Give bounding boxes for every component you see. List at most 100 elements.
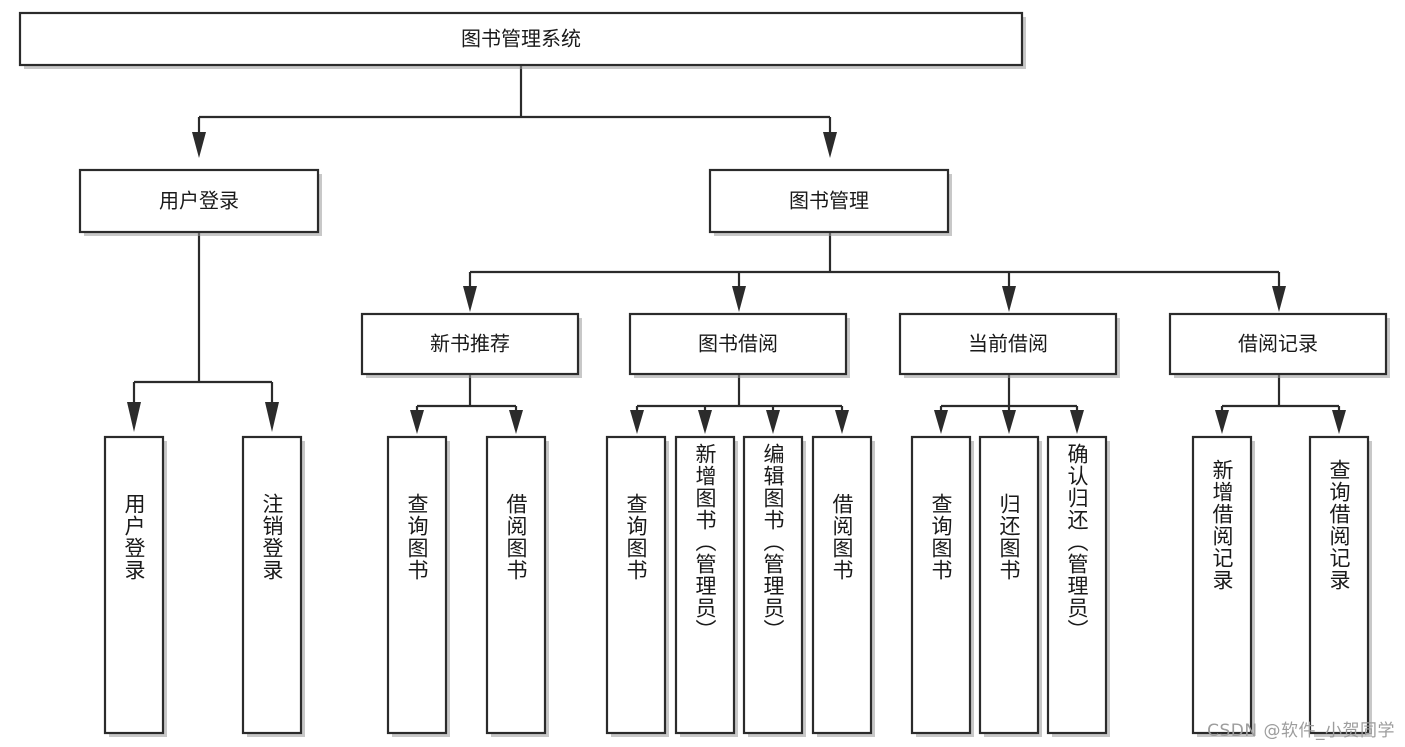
node-book-mgmt[interactable]: [708, 168, 952, 236]
leaf-label-cb-query: 查询图书: [929, 493, 954, 581]
arrowhead-bb-add: [698, 410, 712, 434]
leaf-label-wrap-cb-return: 归还图书: [980, 437, 1038, 733]
leaf-label-wrap-logout: 注销登录: [243, 437, 301, 733]
node-borrow-record-box[interactable]: [1168, 312, 1388, 376]
node-leaf-cb-return[interactable]: [978, 435, 1042, 737]
node-user-login-label: 用户登录: [159, 189, 239, 213]
node-leaf-nb-query[interactable]: [386, 435, 450, 737]
leaf-label-br-add: 新增借阅记录: [1210, 459, 1235, 591]
leaf-label-wrap-nb-borrow: 借阅图书: [487, 437, 545, 733]
node-leaf-bb-borrow[interactable]: [811, 435, 875, 737]
node-leaf-nb-borrow[interactable]: [485, 435, 549, 737]
leaf-label-cb-return: 归还图书: [997, 493, 1022, 581]
node-borrow-record-label: 借阅记录: [1238, 332, 1318, 356]
node-new-book-recommend[interactable]: [360, 312, 582, 378]
node-leaf-nb-borrow-box[interactable]: [485, 435, 547, 735]
node-book-borrow-label: 图书借阅: [698, 332, 778, 356]
leaf-label-bb-query: 查询图书: [624, 493, 649, 581]
arrowhead-cb-confirm: [1070, 410, 1084, 434]
leaf-label-wrap-bb-query: 查询图书: [607, 437, 665, 733]
node-leaf-bb-borrow-box[interactable]: [811, 435, 873, 735]
node-leaf-br-add[interactable]: [1191, 435, 1255, 737]
node-leaf-user-login-box[interactable]: [103, 435, 165, 735]
arrowhead-bb-borrow: [835, 410, 849, 434]
node-leaf-bb-query[interactable]: [605, 435, 669, 737]
leaf-label-br-query: 查询借阅记录: [1327, 459, 1352, 591]
connector-group-borrow-record: [1215, 375, 1346, 434]
node-leaf-bb-edit-box[interactable]: [742, 435, 804, 735]
node-leaf-br-query[interactable]: [1308, 435, 1372, 737]
node-leaf-user-login[interactable]: [103, 435, 167, 737]
arrowhead-book-borrow: [732, 286, 746, 312]
arrowhead-user-login: [192, 132, 206, 158]
node-leaf-nb-query-box[interactable]: [386, 435, 448, 735]
arrowhead-bb-edit: [766, 410, 780, 434]
node-leaf-br-query-box[interactable]: [1308, 435, 1370, 735]
leaf-label-wrap-bb-borrow: 借阅图书: [813, 437, 871, 733]
node-root-label: 图书管理系统: [461, 27, 581, 51]
leaf-label-nb-query: 查询图书: [405, 493, 430, 581]
csdn-watermark: CSDN @软件_小贺同学: [1207, 721, 1395, 741]
node-user-login[interactable]: [78, 168, 322, 236]
connector-group-user-login: [127, 233, 279, 432]
node-user-login-box[interactable]: [78, 168, 320, 234]
leaf-label-wrap-cb-query: 查询图书: [912, 437, 970, 733]
node-leaf-logout[interactable]: [241, 435, 305, 737]
arrowhead-br-query: [1332, 410, 1346, 434]
leaf-label-bb-edit: 编辑图书（管理员）: [761, 443, 786, 641]
leaf-label-nb-borrow: 借阅图书: [504, 493, 529, 581]
leaf-label-wrap-user-login: 用户登录: [105, 437, 163, 733]
node-leaf-bb-edit[interactable]: [742, 435, 806, 737]
leaf-label-wrap-br-add: 新增借阅记录: [1193, 437, 1251, 733]
node-root-box[interactable]: [18, 11, 1024, 67]
node-current-borrow-label: 当前借阅: [968, 332, 1048, 356]
node-leaf-cb-confirm[interactable]: [1046, 435, 1110, 737]
leaf-label-wrap-bb-add: 新增图书（管理员）: [676, 437, 734, 733]
connector-group-book-mgmt: [463, 233, 1286, 312]
node-book-mgmt-box[interactable]: [708, 168, 950, 234]
connector-group-current-borrow: [934, 375, 1084, 434]
leaf-label-logout: 注销登录: [260, 493, 285, 581]
arrowhead-cb-query: [934, 410, 948, 434]
node-leaf-cb-query-box[interactable]: [910, 435, 972, 735]
leaf-label-wrap-nb-query: 查询图书: [388, 437, 446, 733]
node-leaf-bb-add[interactable]: [674, 435, 738, 737]
node-leaf-cb-return-box[interactable]: [978, 435, 1040, 735]
node-leaf-logout-box[interactable]: [241, 435, 303, 735]
arrowhead-leaf-user-login: [127, 402, 141, 432]
leaf-label-wrap-br-query: 查询借阅记录: [1310, 437, 1368, 733]
node-current-borrow[interactable]: [898, 312, 1120, 378]
arrowhead-nb-borrow: [509, 410, 523, 434]
leaf-label-wrap-bb-edit: 编辑图书（管理员）: [744, 437, 802, 733]
node-leaf-bb-query-box[interactable]: [605, 435, 667, 735]
arrowhead-new-book: [463, 286, 477, 312]
leaf-label-user-login: 用户登录: [122, 493, 147, 581]
node-leaf-cb-query[interactable]: [910, 435, 974, 737]
connector-group-root: [192, 66, 837, 158]
connector-group-new-book: [410, 375, 523, 434]
connector-group-book-borrow: [630, 375, 849, 434]
node-borrow-record[interactable]: [1168, 312, 1390, 378]
node-root[interactable]: [18, 11, 1026, 69]
node-new-book-box[interactable]: [360, 312, 580, 376]
arrowhead-book-mgmt: [823, 132, 837, 158]
node-leaf-cb-confirm-box[interactable]: [1046, 435, 1108, 735]
arrowhead-nb-query: [410, 410, 424, 434]
node-current-borrow-box[interactable]: [898, 312, 1118, 376]
arrowhead-current-borrow: [1002, 286, 1016, 312]
leaf-label-wrap-cb-confirm: 确认归还（管理员）: [1048, 437, 1106, 733]
node-leaf-bb-add-box[interactable]: [674, 435, 736, 735]
node-leaf-br-add-box[interactable]: [1191, 435, 1253, 735]
arrowhead-cb-return: [1002, 410, 1016, 434]
node-book-borrow-box[interactable]: [628, 312, 848, 376]
leaf-label-cb-confirm: 确认归还（管理员）: [1065, 443, 1090, 641]
arrowhead-bb-query: [630, 410, 644, 434]
node-new-book-label: 新书推荐: [430, 332, 510, 356]
arrowhead-borrow-record: [1272, 286, 1286, 312]
arrowhead-br-add: [1215, 410, 1229, 434]
node-book-borrow[interactable]: [628, 312, 850, 378]
node-book-mgmt-label: 图书管理: [789, 189, 869, 213]
arrowhead-leaf-logout: [265, 402, 279, 432]
